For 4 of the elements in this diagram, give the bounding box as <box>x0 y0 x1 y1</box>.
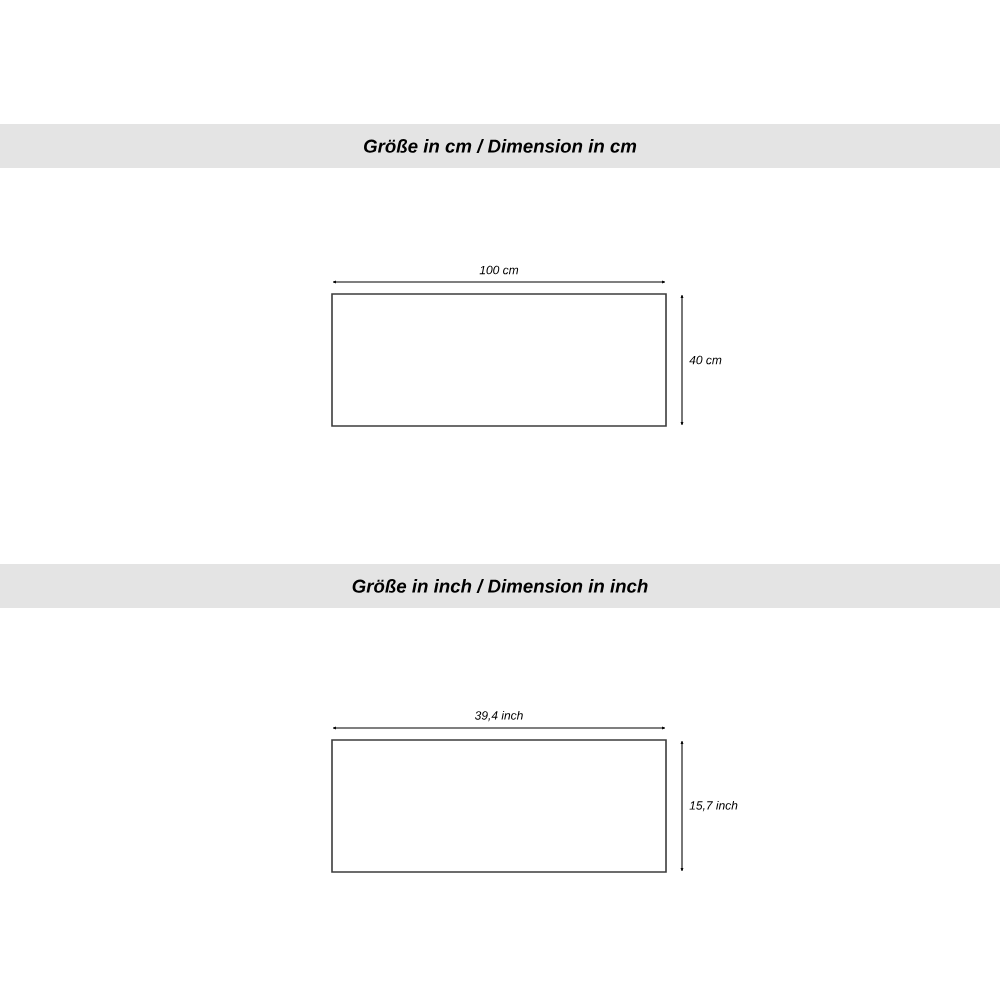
rectangle-outline <box>331 739 667 873</box>
header-band: Größe in cm / Dimension in cm <box>0 124 1000 168</box>
header-band: Größe in inch / Dimension in inch <box>0 564 1000 608</box>
rectangle-outline <box>331 293 667 427</box>
